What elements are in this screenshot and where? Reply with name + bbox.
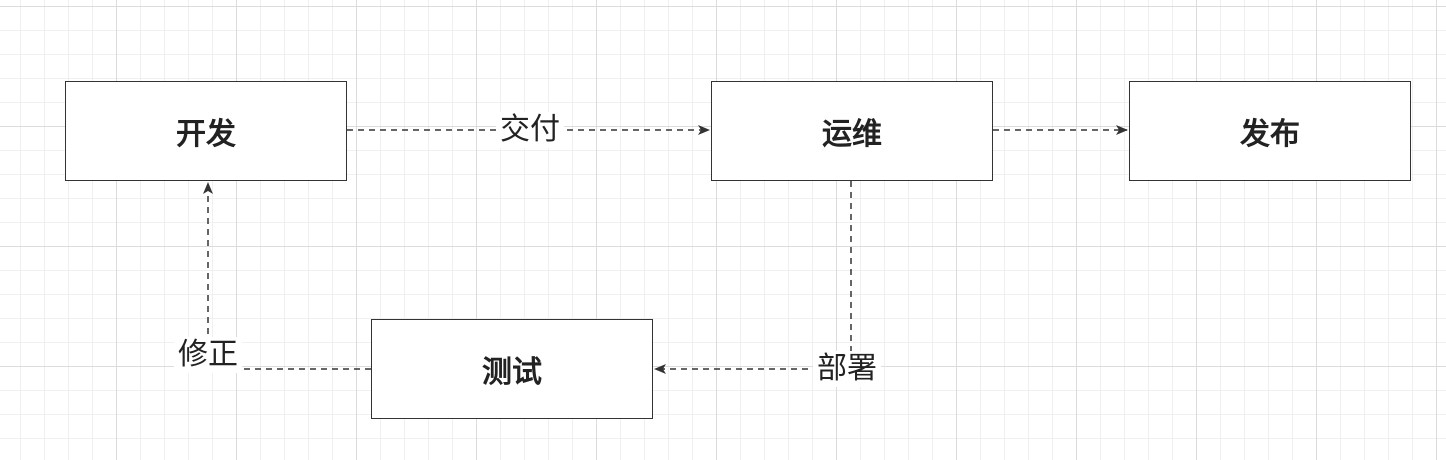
node-develop[interactable]: 开发 [65, 81, 347, 181]
label-deploy: 部署 [813, 351, 881, 387]
label-deliver: 交付 [496, 112, 564, 148]
edge-ops-to-test [654, 181, 852, 374]
node-test[interactable]: 测试 [371, 319, 653, 419]
edge-test-to-develop [203, 182, 371, 370]
label-fix: 修正 [174, 337, 242, 373]
node-ops[interactable]: 运维 [711, 81, 993, 181]
node-release[interactable]: 发布 [1129, 81, 1411, 181]
